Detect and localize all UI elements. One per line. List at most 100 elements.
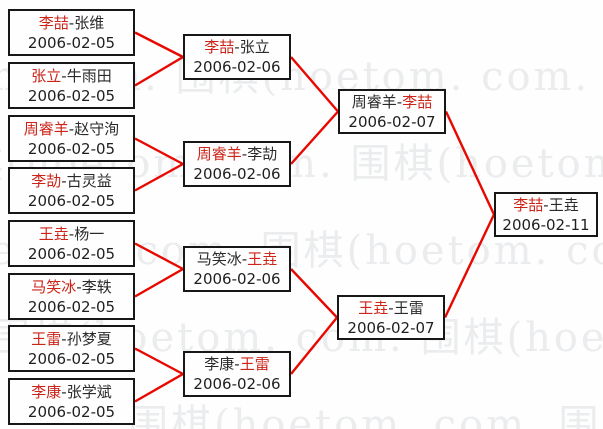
connector-line [290,316,338,375]
match-box-round1-2: 张立-牛雨田 2006-02-05 [8,62,135,109]
match-players: 王垚-杨一 [39,224,104,244]
player-name: 王雷 [393,298,424,317]
separator: - [61,171,67,190]
separator: - [68,119,75,138]
match-date: 2006-02-05 [27,33,116,52]
match-box-round1-6: 马笑冰-李轶 2006-02-05 [8,273,135,320]
player-name-red: 王雷 [31,329,62,348]
separator: - [543,195,549,214]
match-box-round1-5: 王垚-杨一 2006-02-05 [8,220,135,267]
player-name: 牛雨田 [66,66,112,85]
separator: - [61,382,67,401]
match-box-round2-3: 马笑冰-王垚 2006-02-06 [183,246,291,292]
match-box-semifinal-2: 王垚-王雷 2006-02-07 [337,295,445,340]
player-name-red: 王垚 [247,250,278,268]
player-name-red: 李喆 [513,195,544,214]
player-name: 张维 [74,13,105,32]
match-box-round1-4: 李劼-古灵益 2006-02-05 [8,167,135,214]
match-players: 马笑冰-王垚 [197,249,277,269]
player-name-red: 李喆 [38,13,69,32]
match-players: 周睿羊-李喆 [352,92,432,112]
separator: - [68,224,75,243]
player-name-red: 张立 [31,66,62,85]
separator: - [396,92,403,111]
player-name-red: 李喆 [402,92,433,111]
connector-line [134,162,184,192]
separator: - [241,145,248,163]
player-name: 赵守洵 [74,119,120,138]
connector-line [290,268,338,319]
match-date: 2006-02-05 [27,86,116,105]
connector-line [134,31,184,59]
match-players: 周睿羊-李劼 [197,144,277,164]
match-box-round2-1: 李喆-张立 2006-02-06 [183,34,291,80]
connector-line [290,56,339,113]
match-players: 李劼-古灵益 [31,171,111,191]
match-date: 2006-02-05 [27,349,116,368]
match-date: 2006-02-05 [27,402,116,421]
match-date: 2006-02-06 [193,165,281,183]
match-date: 2006-02-07 [348,112,436,131]
separator: - [68,13,75,32]
match-players: 李康-张学斌 [31,382,111,402]
separator: - [388,298,394,317]
match-players: 李康-王雷 [204,354,269,374]
player-name-red: 王垚 [358,298,389,317]
player-name: 马笑冰 [196,250,242,268]
connector-line [134,55,184,87]
separator: - [61,66,67,85]
connector-line [134,267,184,298]
match-players: 李喆-王垚 [513,195,578,215]
match-date: 2006-02-05 [27,191,116,210]
player-name: 张学斌 [66,382,112,401]
player-name-red: 王雷 [239,355,270,373]
match-box-round2-2: 周睿羊-李劼 2006-02-06 [183,141,291,187]
player-name: 李轶 [81,277,112,296]
player-name: 周睿羊 [351,92,397,111]
match-players: 王垚-王雷 [358,298,423,318]
match-box-round1-3: 周睿羊-赵守洵 2006-02-05 [8,115,135,162]
match-box-round1-7: 王雷-孙梦夏 2006-02-05 [8,325,135,372]
connector-line [134,372,184,403]
match-box-round2-4: 李康-王雷 2006-02-06 [183,351,291,397]
player-name: 李劼 [247,145,278,163]
match-date: 2006-02-07 [347,318,435,337]
separator: - [234,38,240,56]
match-players: 王雷-孙梦夏 [31,329,111,349]
match-players: 马笑冰-李轶 [31,277,111,297]
match-players: 李喆-张维 [39,13,104,33]
connector-line [290,110,339,165]
match-date: 2006-02-05 [27,297,116,316]
match-players: 周睿羊-赵守洵 [24,119,119,139]
player-name-red: 李康 [31,382,62,401]
player-name-red: 李劼 [31,171,62,190]
player-name: 杨一 [74,224,105,243]
player-name-red: 周睿羊 [23,119,69,138]
connector-line [443,213,496,319]
connector-line [444,110,496,216]
player-name: 张立 [239,38,270,56]
separator: - [76,277,82,296]
separator: - [234,355,240,373]
match-players: 张立-牛雨田 [31,66,111,86]
match-date: 2006-02-06 [193,58,281,76]
connector-line [134,137,184,166]
player-name-red: 李喆 [204,38,235,56]
match-date: 2006-02-06 [193,375,281,393]
match-players: 李喆-张立 [204,37,269,57]
connector-line [134,242,184,271]
match-date: 2006-02-11 [502,215,590,234]
player-name-red: 马笑冰 [31,277,77,296]
player-name: 古灵益 [66,171,112,190]
match-date: 2006-02-05 [27,139,116,158]
match-date: 2006-02-06 [193,270,281,288]
connector-line [134,347,184,376]
match-box-round1-8: 李康-张学斌 2006-02-05 [8,378,135,425]
player-name: 孙梦夏 [66,329,112,348]
player-name: 李康 [204,355,235,373]
separator: - [61,329,67,348]
match-box-final: 李喆-王垚 2006-02-11 [494,192,598,237]
match-date: 2006-02-05 [27,244,116,263]
